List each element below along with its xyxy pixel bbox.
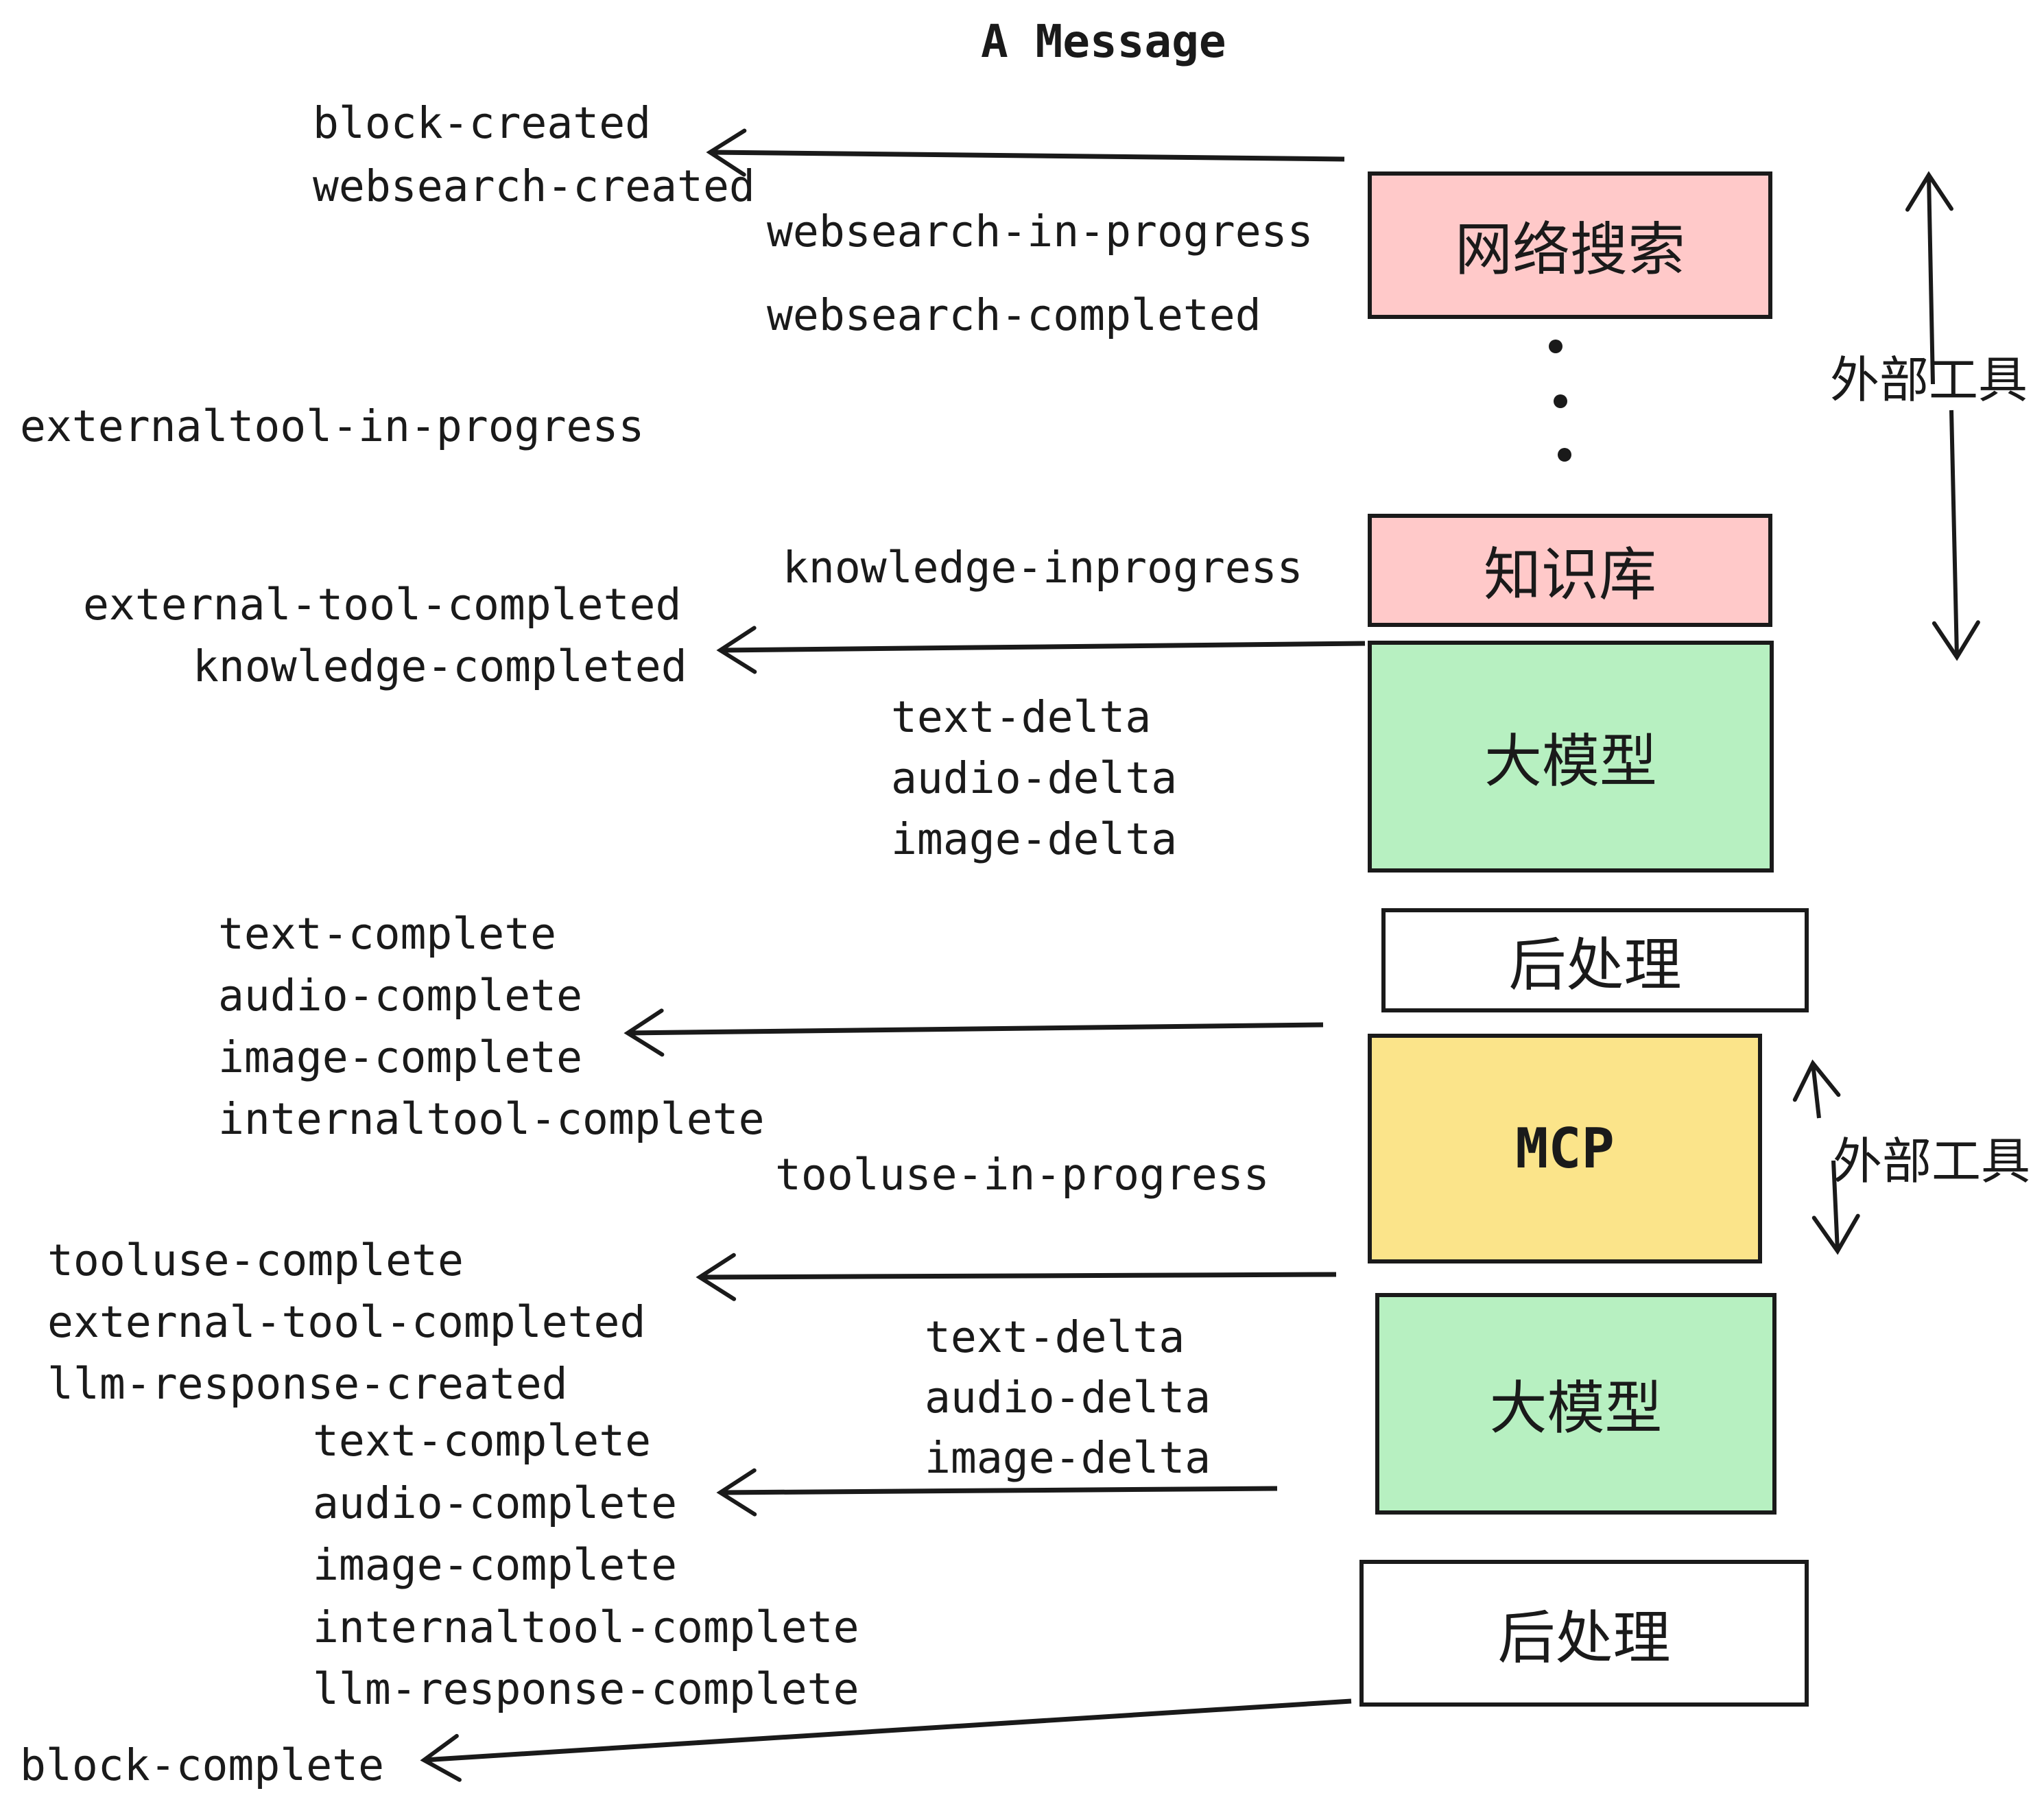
box-websearch: 网络搜索 [1368,171,1772,319]
ellipsis-dot-2 [1554,394,1567,408]
box-post-top: 后处理 [1381,908,1809,1012]
box-knowledge: 知识库 [1368,514,1772,627]
event-knowledge-inprogress: knowledge-inprogress [783,543,1303,593]
event-externaltool-in-progress: externaltool-in-progress [20,401,645,451]
event-audio-complete-1: audio-complete [218,971,583,1021]
event-block-created: block-created [313,98,652,148]
arrow-external-tools-up-2 [1792,1059,1841,1119]
arrow-to-tooluse-complete [696,1253,1337,1301]
ellipsis-dot-1 [1549,340,1562,353]
event-llm-response-created: llm-response-created [47,1359,568,1409]
event-image-complete-2: image-complete [313,1540,678,1590]
ellipsis-dot-3 [1558,448,1571,462]
label-external-tools-upper: 外部工具 [1830,351,2028,409]
event-image-complete-1: image-complete [218,1032,583,1082]
event-websearch-completed: websearch-completed [767,290,1261,340]
event-llm-response-complete: llm-response-complete [313,1664,859,1714]
event-audio-delta-2: audio-delta [925,1373,1211,1423]
box-post-bottom: 后处理 [1359,1560,1809,1707]
box-llm-bottom-label: 大模型 [1489,1375,1663,1442]
event-internaltool-complete-2: internaltool-complete [313,1602,859,1652]
event-audio-delta-1: audio-delta [891,753,1178,803]
arrow-to-knowledge-completed [716,626,1366,674]
box-post-top-label: 后处理 [1508,931,1682,999]
event-websearch-created: websearch-created [313,161,755,211]
box-mcp-label: MCP [1515,1117,1615,1180]
event-internaltool-complete-1: internaltool-complete [218,1094,765,1144]
event-text-complete-1: text-complete [218,909,557,959]
box-websearch-label: 网络搜索 [1454,216,1685,283]
box-post-bottom-label: 后处理 [1497,1604,1671,1672]
page-title: A Message [981,15,1226,68]
event-block-complete: block-complete [20,1740,385,1790]
label-external-tools-lower: 外部工具 [1833,1132,2031,1190]
box-llm-bottom: 大模型 [1375,1293,1776,1515]
arrow-to-audio-complete [716,1468,1278,1517]
arrow-to-image-complete [623,1008,1324,1057]
event-external-tool-completed-2: external-tool-completed [47,1297,646,1347]
event-text-complete-2: text-complete [313,1416,652,1466]
arrow-to-block-created [706,128,1345,177]
event-tooluse-complete: tooluse-complete [47,1235,464,1285]
event-text-delta-2: text-delta [925,1312,1185,1362]
event-image-delta-2: image-delta [925,1433,1211,1483]
event-external-tool-completed-1: external-tool-completed [83,580,682,630]
event-tooluse-in-progress: tooluse-in-progress [775,1150,1270,1200]
box-llm-top: 大模型 [1368,641,1774,873]
event-text-delta-1: text-delta [891,692,1152,742]
event-image-delta-1: image-delta [891,814,1178,864]
box-mcp: MCP [1368,1034,1762,1263]
arrow-external-tools-down-1 [1932,410,1980,661]
event-audio-complete-2: audio-complete [313,1478,678,1528]
box-knowledge-label: 知识库 [1483,541,1656,608]
event-knowledge-completed: knowledge-completed [193,641,687,691]
event-websearch-in-progress: websearch-in-progress [767,206,1314,257]
box-llm-top-label: 大模型 [1484,727,1657,795]
